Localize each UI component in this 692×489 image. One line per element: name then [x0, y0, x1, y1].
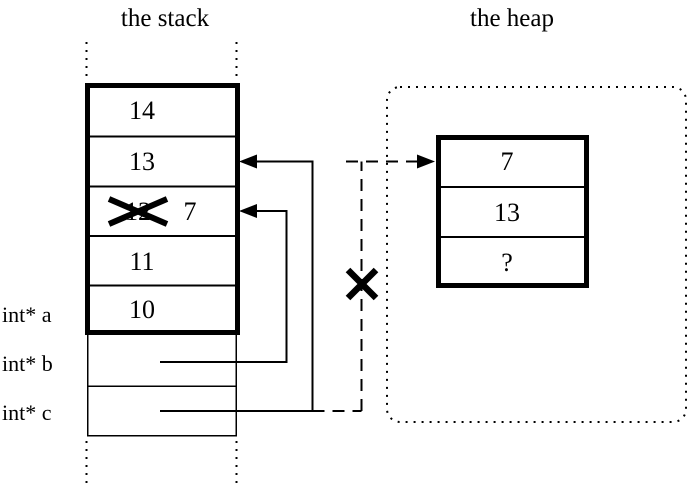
- heap-cell-value: ?: [501, 248, 513, 277]
- dangling-pointer-dashed-arrow: [312, 154, 435, 412]
- pointer-a-label: int* a: [2, 302, 52, 327]
- stack-cell-value: 13: [129, 147, 155, 176]
- pointer-c-arrow: [160, 154, 314, 412]
- pointer-b-arrow: [160, 204, 288, 363]
- stack-title: the stack: [121, 5, 210, 32]
- stack-cell-value: 14: [129, 96, 155, 125]
- pointer-b-label: int* b: [2, 351, 53, 376]
- heap-block-box: [436, 135, 589, 288]
- heap-title: the heap: [470, 5, 554, 32]
- heap-cell-value: 7: [501, 147, 514, 176]
- pointer-b-cell: [87, 333, 237, 387]
- stack-cell-new-value: 7: [184, 197, 197, 226]
- pointer-b-arrowhead-icon: [239, 204, 257, 218]
- heap-region-boundary: [386, 86, 687, 423]
- stack-cell-value: 11: [129, 247, 154, 276]
- stack-cell-value: 10: [129, 295, 155, 324]
- pointer-c-label: int* c: [2, 400, 52, 425]
- heap-cell-value: 13: [494, 198, 520, 227]
- dangling-pointer-arrowhead-icon: [417, 154, 435, 169]
- stack-frame-box: [85, 83, 240, 335]
- overwrite-cross-icon: [107, 196, 169, 227]
- pointer-c-arrowhead-icon: [239, 154, 257, 169]
- dangling-cross-icon: [345, 267, 379, 301]
